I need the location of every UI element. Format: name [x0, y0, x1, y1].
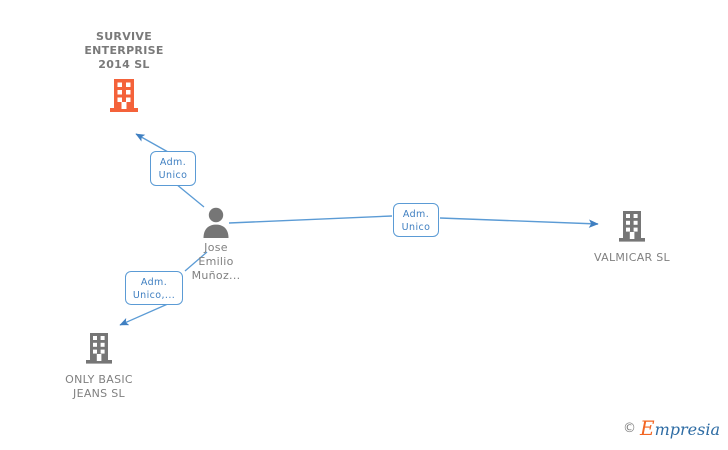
building-icon[interactable]: [64, 77, 184, 115]
edge-label-survive[interactable]: Adm. Unico: [150, 151, 196, 186]
copyright-icon: ©: [622, 420, 636, 436]
node-label-valmicar: VALMICAR SL: [594, 251, 670, 264]
building-icon[interactable]: [49, 331, 149, 367]
edge-label-valmicar[interactable]: Adm. Unico: [393, 203, 439, 237]
node-label-person: Jose Emilio Muñoz...: [191, 241, 241, 282]
building-icon[interactable]: [582, 209, 682, 245]
node-only-basic-jeans[interactable]: ONLY BASIC JEANS SL: [49, 331, 149, 401]
brand-rest: mpresia: [654, 420, 720, 439]
node-label-only-basic-jeans: ONLY BASIC JEANS SL: [65, 373, 133, 400]
node-survive-enterprise[interactable]: SURVIVE ENTERPRISE 2014 SL: [64, 30, 184, 115]
node-valmicar[interactable]: VALMICAR SL: [582, 209, 682, 265]
brand-initial: E: [639, 416, 655, 440]
node-label-survive: SURVIVE ENTERPRISE 2014 SL: [84, 30, 164, 71]
person-icon[interactable]: [178, 206, 254, 238]
node-person-jose-emilio[interactable]: Jose Emilio Muñoz...: [178, 206, 254, 283]
brand-label: Empresia: [640, 416, 720, 440]
watermark-empresia: © Empresia: [623, 416, 720, 440]
edge-label-only-basic-jeans[interactable]: Adm. Unico,...: [125, 271, 183, 305]
